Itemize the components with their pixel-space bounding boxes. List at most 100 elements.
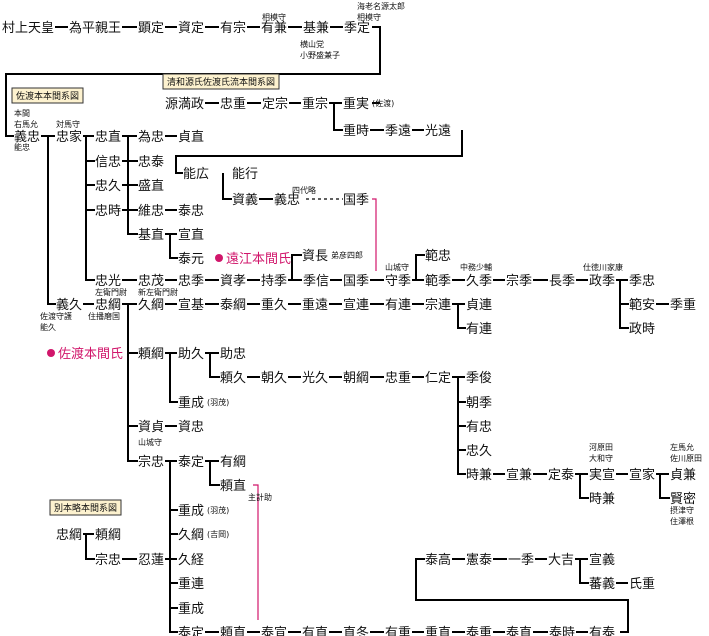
person-name: 大吉 — [548, 553, 574, 568]
person-name: 時兼 — [589, 492, 615, 507]
annotation-note: 河原田 — [589, 442, 613, 452]
person-name: 重遠 — [302, 297, 328, 313]
person-name: 朝久 — [261, 371, 287, 386]
annotation-note: 横山党 — [300, 39, 324, 49]
person-name: 助久 — [178, 347, 204, 362]
annotation-note: 左衛門尉 — [95, 287, 127, 297]
person-name: 泰重 — [466, 625, 492, 636]
person-name: 光久 — [302, 371, 328, 386]
person-name: 国季 — [343, 274, 369, 289]
person-name: 貞直 — [178, 130, 204, 145]
annotation-note: 右馬允 — [14, 119, 38, 129]
person-name: 有直 — [302, 626, 328, 636]
person-name: 有宗 — [220, 20, 246, 36]
person-name: 季重 — [670, 297, 696, 313]
person-name: 宗忠 — [95, 552, 121, 568]
person-name: 長季 — [549, 274, 575, 289]
annotation-note: 山城守 — [138, 437, 162, 447]
annotation-note: 海老名源太郎 — [357, 1, 405, 11]
person-name: 維忠 — [138, 204, 164, 219]
person-name: 能行 — [232, 167, 258, 182]
annotation-note: 摂津守 — [670, 505, 694, 515]
person-name: 有綱 — [220, 455, 246, 470]
title-box — [11, 87, 84, 104]
annotation-note: 山城守 — [385, 262, 409, 272]
title-box — [162, 73, 280, 90]
person-name: 久綱 — [178, 528, 204, 543]
person-name: 忠光 — [95, 274, 121, 289]
person-name: 持季 — [261, 274, 287, 289]
annotation-note: 住播磨国 — [88, 311, 120, 321]
person-name: 資義 — [232, 192, 258, 208]
person-name: 泰定 — [178, 455, 204, 470]
annotation-note: 相模守 — [357, 12, 381, 22]
person-name: 宗連 — [425, 297, 451, 313]
branch-dot-icon — [215, 254, 223, 262]
person-name: 実宣 — [589, 467, 615, 483]
person-name: 宣連 — [343, 297, 369, 313]
person-name: 仁定 — [425, 371, 451, 386]
person-name: 源満政 — [165, 97, 204, 112]
annotation-note: (羽茂) — [207, 505, 229, 515]
person-name: 久経 — [178, 553, 204, 568]
branch-label: 遠江本間氏 — [226, 252, 291, 267]
person-name: 泰宣 — [261, 625, 287, 636]
annotation-note: 佐川原田 — [670, 453, 702, 463]
person-name: 忠季 — [178, 274, 204, 289]
person-name: 直冬 — [343, 625, 369, 636]
annotation-note: 佐渡守護 — [40, 311, 72, 321]
person-name: 重時 — [343, 123, 369, 139]
person-name: 貞連 — [466, 298, 492, 313]
person-name: 基兼 — [303, 21, 329, 36]
person-name: 重実 — [343, 96, 369, 112]
person-name: 村上天皇 — [2, 21, 54, 36]
person-name: 忠久 — [95, 179, 121, 194]
annotation-note: 大和守 — [589, 453, 613, 463]
person-name: 信忠 — [95, 155, 121, 170]
person-name: 資貞 — [138, 420, 164, 435]
person-name: 季忠 — [629, 274, 655, 289]
person-name: 宣直 — [178, 227, 204, 243]
annotation-note: 住澤根 — [670, 516, 694, 526]
person-name: 忠直 — [95, 130, 121, 145]
person-name: 顕定 — [138, 21, 164, 36]
person-name: 泰定 — [178, 626, 204, 636]
person-name: 頼直 — [220, 626, 246, 636]
person-name: 一季 — [508, 553, 534, 568]
annotation-note: 相模守 — [262, 12, 286, 22]
person-name: 忠家 — [56, 129, 82, 145]
person-name: 資長 — [302, 249, 328, 264]
person-name: 時兼 — [466, 468, 492, 483]
person-name: 有重 — [385, 625, 411, 636]
person-name: 氏重 — [629, 576, 655, 592]
annotation-note: 中務少輔 — [460, 262, 492, 272]
person-name: 重成 — [178, 395, 204, 411]
annotation-note: 能忠 — [14, 142, 30, 152]
person-name: 義忠 — [14, 129, 40, 145]
person-name: 久綱 — [138, 298, 164, 313]
person-name: 宣基 — [178, 297, 204, 313]
person-name: 忠久 — [466, 444, 492, 459]
person-name: 有泰 — [589, 626, 615, 636]
person-name: 重連 — [178, 576, 204, 592]
person-name: 資定 — [178, 21, 204, 36]
person-name: 泰元 — [178, 252, 204, 267]
person-name: 季定 — [344, 21, 370, 36]
person-name: 頼久 — [220, 371, 246, 386]
annotation-note: 左馬允 — [670, 442, 694, 452]
person-name: 忍蓮 — [138, 553, 164, 568]
branch-dot-icon — [47, 349, 55, 357]
person-name: 宣兼 — [506, 467, 532, 483]
person-name: 忠綱 — [95, 298, 121, 313]
person-name: 重成 — [178, 601, 204, 617]
person-name: 泰時 — [549, 626, 575, 636]
person-name: 泰忠 — [178, 204, 204, 219]
person-name: 有連 — [466, 322, 492, 337]
annotation-note: 小野盛兼子 — [300, 50, 340, 60]
annotation-note: 弟彦四郎 — [331, 250, 363, 260]
annotation-note: 主計助 — [248, 492, 272, 502]
title-box — [49, 499, 122, 516]
person-name: 資孝 — [220, 274, 246, 289]
